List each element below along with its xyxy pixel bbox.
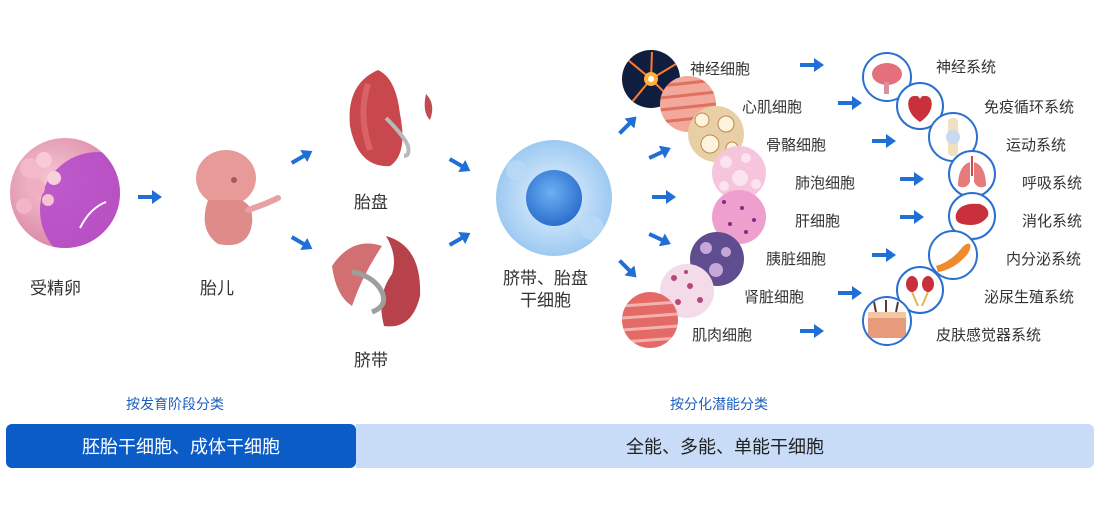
cell-label-1: 神经细胞 <box>690 60 751 78</box>
integumentary-sensory-system-icon <box>862 296 912 346</box>
respiratory-system-icon <box>948 150 996 198</box>
system-label-8: 皮肤感觉器系统 <box>936 326 1042 344</box>
arrow-to-cells-1 <box>616 116 640 135</box>
stem-cell-label: 脐带、胎盘 干细胞 <box>503 269 588 311</box>
muscle-cell-image <box>622 292 678 348</box>
arrow-cell-system-2 <box>838 96 862 110</box>
fetus-image <box>178 140 288 250</box>
arrow-cell-system-5 <box>900 210 924 224</box>
system-label-1: 神经系统 <box>936 58 997 76</box>
arrow-zygote-fetus <box>138 190 162 204</box>
endocrine-system-icon <box>928 230 978 280</box>
cell-label-3: 骨骼细胞 <box>766 136 827 154</box>
stage-types-bar: 胚胎干细胞、成体干细胞 <box>6 424 356 468</box>
fetus-label: 胎儿 <box>200 279 234 299</box>
arrow-to-cells-2 <box>648 145 672 160</box>
cell-label-2: 心肌细胞 <box>742 98 803 116</box>
arrow-cell-system-7 <box>838 286 862 300</box>
arrow-placenta-stemcell <box>448 157 472 173</box>
neuron-cell-image <box>622 50 680 108</box>
arrow-cell-system-1 <box>800 58 824 72</box>
urogenital-system-icon <box>896 266 944 314</box>
potency-types-bar: 全能、多能、单能干细胞 <box>356 424 1094 468</box>
arrow-to-cells-4 <box>648 232 672 247</box>
cell-label-7: 肾脏细胞 <box>744 288 805 306</box>
arrow-cell-system-8 <box>800 324 824 338</box>
cell-label-6: 胰脏细胞 <box>766 250 827 268</box>
zygote-image <box>10 138 120 248</box>
system-label-6: 内分泌系统 <box>1006 250 1082 268</box>
arrow-cord-stemcell <box>448 231 472 247</box>
cell-label-8: 肌肉细胞 <box>692 326 753 344</box>
arrow-cell-system-3 <box>872 134 896 148</box>
placenta-image <box>338 64 438 174</box>
system-label-2: 免疫循环系统 <box>984 98 1075 116</box>
cell-label-4: 肺泡细胞 <box>795 174 856 192</box>
system-label-4: 呼吸系统 <box>1022 174 1083 192</box>
zygote-label: 受精卵 <box>30 279 81 299</box>
arrow-cell-system-6 <box>872 248 896 262</box>
stem-cell-image <box>496 140 612 256</box>
placenta-label: 胎盘 <box>354 193 388 213</box>
arrow-to-cells-5 <box>616 259 640 278</box>
system-label-5: 消化系统 <box>1022 212 1083 230</box>
cell-label-5: 肝细胞 <box>795 212 841 230</box>
arrow-to-cells-3 <box>652 190 676 204</box>
umbilical-cord-label: 脐带 <box>354 351 388 371</box>
musculoskeletal-system-icon <box>928 112 978 162</box>
system-label-7: 泌尿生殖系统 <box>984 288 1075 306</box>
arrow-fetus-placenta <box>290 149 314 165</box>
arrow-cell-system-4 <box>900 172 924 186</box>
system-label-3: 运动系统 <box>1006 136 1067 154</box>
classification-by-potency-label: 按分化潜能分类 <box>670 397 768 413</box>
immune-circulatory-system-icon <box>896 82 944 130</box>
umbilical-cord-image <box>322 226 432 336</box>
classification-by-stage-label: 按发育阶段分类 <box>126 397 224 413</box>
alveolar-cell-image <box>712 146 766 200</box>
arrow-fetus-cord <box>290 235 314 251</box>
